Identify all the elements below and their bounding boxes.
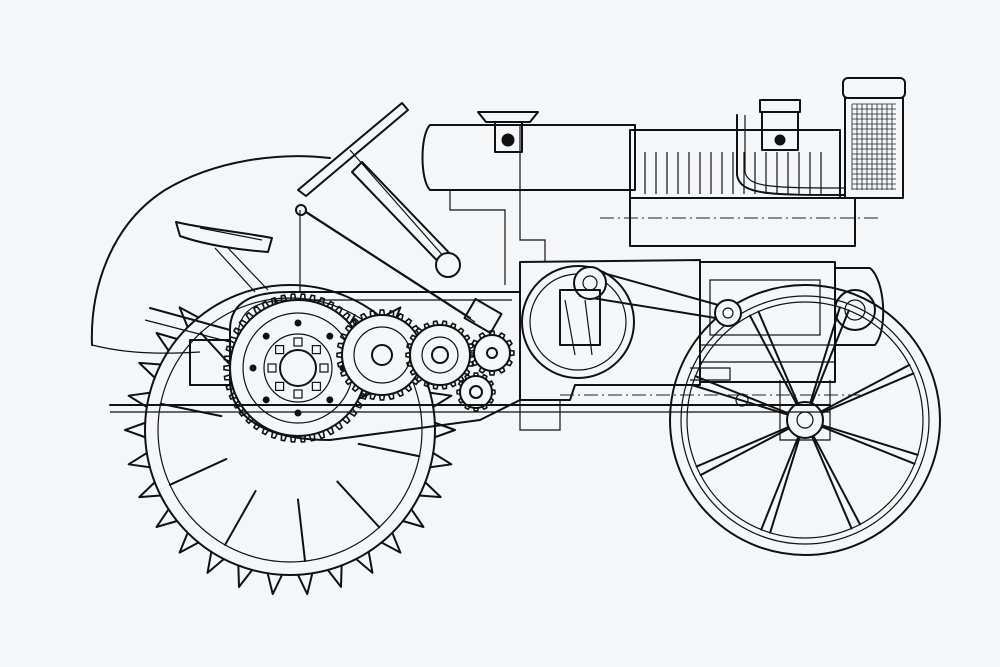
frame-rails (109, 307, 860, 441)
rear-fender (90, 155, 331, 354)
fuel-cap-icon (477, 111, 539, 153)
rear-wheel-spikes (124, 306, 456, 596)
control-levers (295, 204, 503, 335)
air-filter-icon (842, 77, 906, 199)
seat-icon (175, 221, 273, 293)
front-wheel (669, 284, 941, 556)
steering-wheel-icon (297, 102, 461, 278)
tank-and-radiator (421, 77, 906, 285)
engine-block (519, 259, 885, 401)
gear-train (223, 293, 515, 443)
radiator-cap (759, 99, 801, 151)
